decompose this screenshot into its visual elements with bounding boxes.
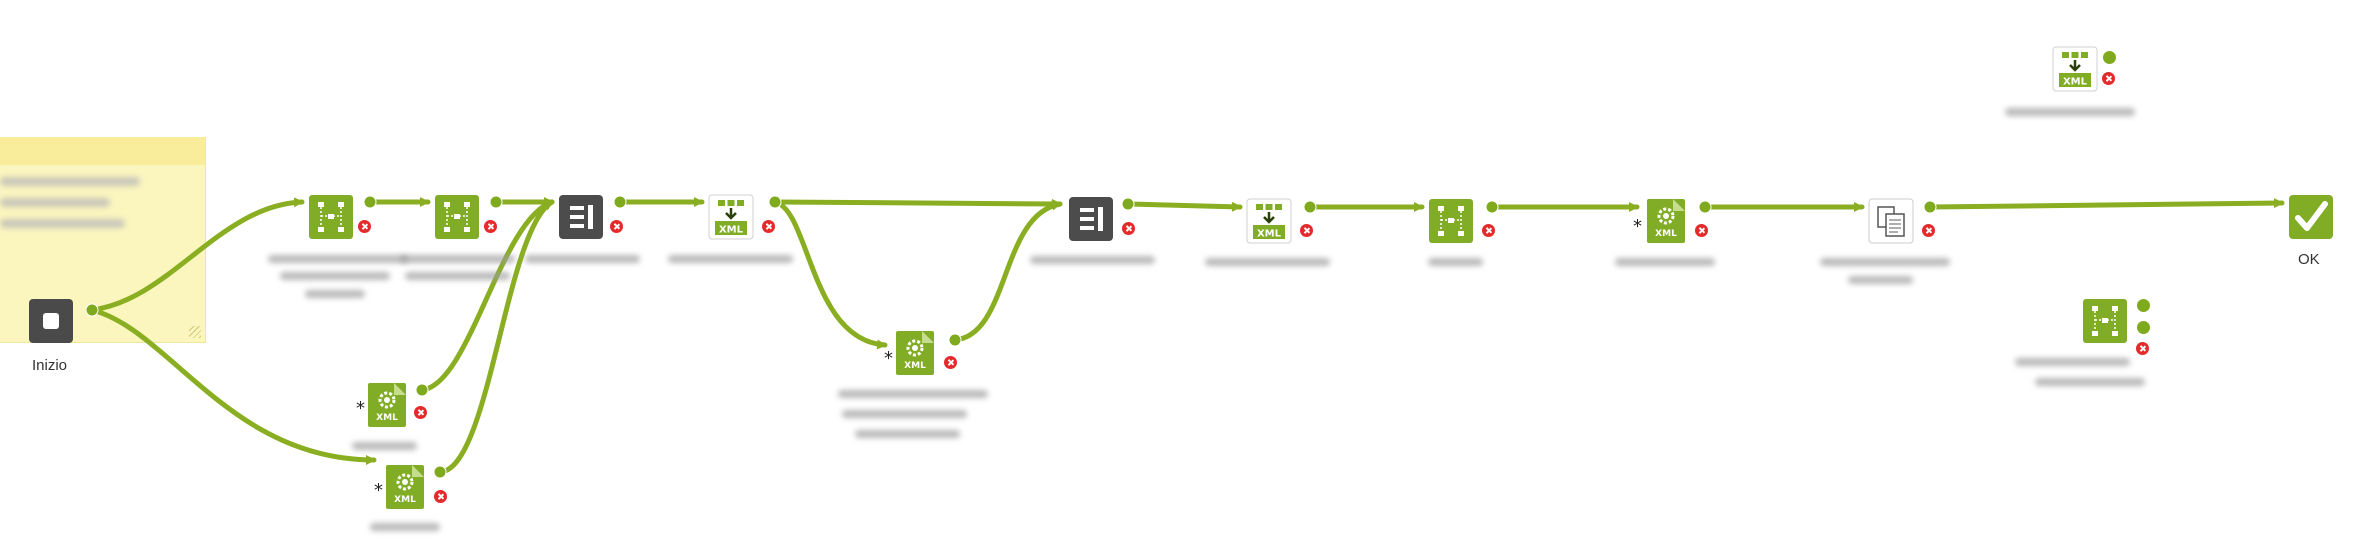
error-port[interactable]: [1922, 224, 1935, 237]
node-label-redacted: [2015, 358, 2130, 366]
list-node-2[interactable]: [1068, 196, 1114, 242]
xml-gear-icon: XML: [1647, 199, 1685, 243]
error-port[interactable]: [2102, 72, 2115, 85]
list-icon: [1069, 197, 1113, 241]
svg-text:XML: XML: [2063, 77, 2088, 88]
split-node-1[interactable]: [308, 194, 354, 240]
note-resize-handle[interactable]: [189, 326, 201, 338]
node-label-redacted: [855, 430, 960, 438]
xml-download-icon: XML: [1246, 198, 1292, 244]
end-label: OK: [2298, 251, 2320, 268]
node-label-redacted: [280, 272, 390, 280]
node-label-redacted: [352, 442, 417, 450]
error-port[interactable]: [610, 220, 623, 233]
node-label-redacted: [400, 255, 515, 263]
error-port[interactable]: [414, 406, 427, 419]
error-port[interactable]: [1695, 224, 1708, 237]
svg-text:XML: XML: [376, 413, 398, 423]
split-icon: [2083, 299, 2127, 343]
sticky-note-header: [0, 137, 205, 165]
xml-download-node-1[interactable]: XML: [708, 194, 754, 240]
list-node-1[interactable]: [558, 194, 604, 240]
error-port[interactable]: [358, 220, 371, 233]
node-label-redacted: [838, 390, 988, 398]
connector: [772, 198, 1063, 209]
asterisk-icon: *: [1633, 216, 1642, 237]
error-port[interactable]: [484, 220, 497, 233]
xml-gear-icon: XML: [368, 383, 406, 427]
document-node[interactable]: [1868, 198, 1914, 244]
xml-gear-node-2[interactable]: XML: [382, 464, 428, 510]
node-label-redacted: [2005, 108, 2135, 116]
svg-text:XML: XML: [719, 225, 744, 236]
xml-gear-node-4[interactable]: XML: [1643, 198, 1689, 244]
asterisk-icon: *: [356, 398, 365, 419]
connector: [89, 197, 305, 313]
xml-gear-icon: XML: [386, 465, 424, 509]
connector: [772, 199, 888, 350]
document-icon: [1868, 198, 1914, 244]
svg-text:XML: XML: [1257, 229, 1282, 240]
node-label-redacted: [1428, 258, 1483, 266]
ok-checkmark-icon: [2289, 195, 2333, 239]
split-icon: [435, 195, 479, 239]
error-port[interactable]: [762, 220, 775, 233]
node-label-redacted: [2035, 378, 2145, 386]
connector: [1927, 198, 2285, 210]
error-port[interactable]: [1482, 224, 1495, 237]
node-label-redacted: [525, 255, 640, 263]
list-icon: [559, 195, 603, 239]
svg-text:XML: XML: [1655, 229, 1677, 239]
output-port[interactable]: [2102, 50, 2117, 65]
connector: [952, 200, 1063, 343]
error-port[interactable]: [1300, 224, 1313, 237]
output-port[interactable]: [2136, 320, 2151, 335]
start-node[interactable]: [28, 298, 74, 344]
split-node-4[interactable]: [2082, 298, 2128, 344]
split-node-2[interactable]: [434, 194, 480, 240]
connector: [89, 307, 377, 465]
output-port[interactable]: [2136, 298, 2151, 313]
node-label-redacted: [1820, 258, 1950, 266]
split-icon: [309, 195, 353, 239]
node-label-redacted: [842, 410, 967, 418]
sticky-note-text-redacted: [0, 177, 150, 240]
asterisk-icon: *: [374, 480, 383, 501]
xml-download-icon: XML: [2052, 46, 2098, 92]
error-port[interactable]: [2136, 342, 2149, 355]
xml-gear-node-1[interactable]: XML: [364, 382, 410, 428]
error-port[interactable]: [1122, 222, 1135, 235]
node-label-redacted: [1848, 276, 1913, 284]
error-port[interactable]: [944, 356, 957, 369]
node-label-redacted: [1030, 256, 1155, 264]
xml-download-node-3[interactable]: XML: [2052, 46, 2098, 92]
error-port[interactable]: [434, 490, 447, 503]
node-label-redacted: [305, 290, 365, 298]
node-label-redacted: [1615, 258, 1715, 266]
split-node-3[interactable]: [1428, 198, 1474, 244]
node-label-redacted: [668, 255, 793, 263]
connector: [437, 199, 555, 475]
svg-text:XML: XML: [904, 361, 926, 371]
connector: [1125, 201, 1243, 212]
xml-gear-node-3[interactable]: XML: [892, 330, 938, 376]
xml-download-icon: XML: [708, 194, 754, 240]
node-label-redacted: [405, 272, 510, 280]
asterisk-icon: *: [884, 348, 893, 369]
ok-end-node[interactable]: [2288, 194, 2334, 240]
svg-text:XML: XML: [394, 495, 416, 505]
node-label-redacted: [268, 255, 408, 263]
split-icon: [1429, 199, 1473, 243]
start-label: Inizio: [32, 357, 68, 374]
start-icon: [29, 299, 73, 343]
connector: [419, 199, 555, 393]
node-label-redacted: [1205, 258, 1330, 266]
xml-download-node-2[interactable]: XML: [1246, 198, 1292, 244]
xml-gear-icon: XML: [896, 331, 934, 375]
node-label-redacted: [370, 523, 440, 531]
